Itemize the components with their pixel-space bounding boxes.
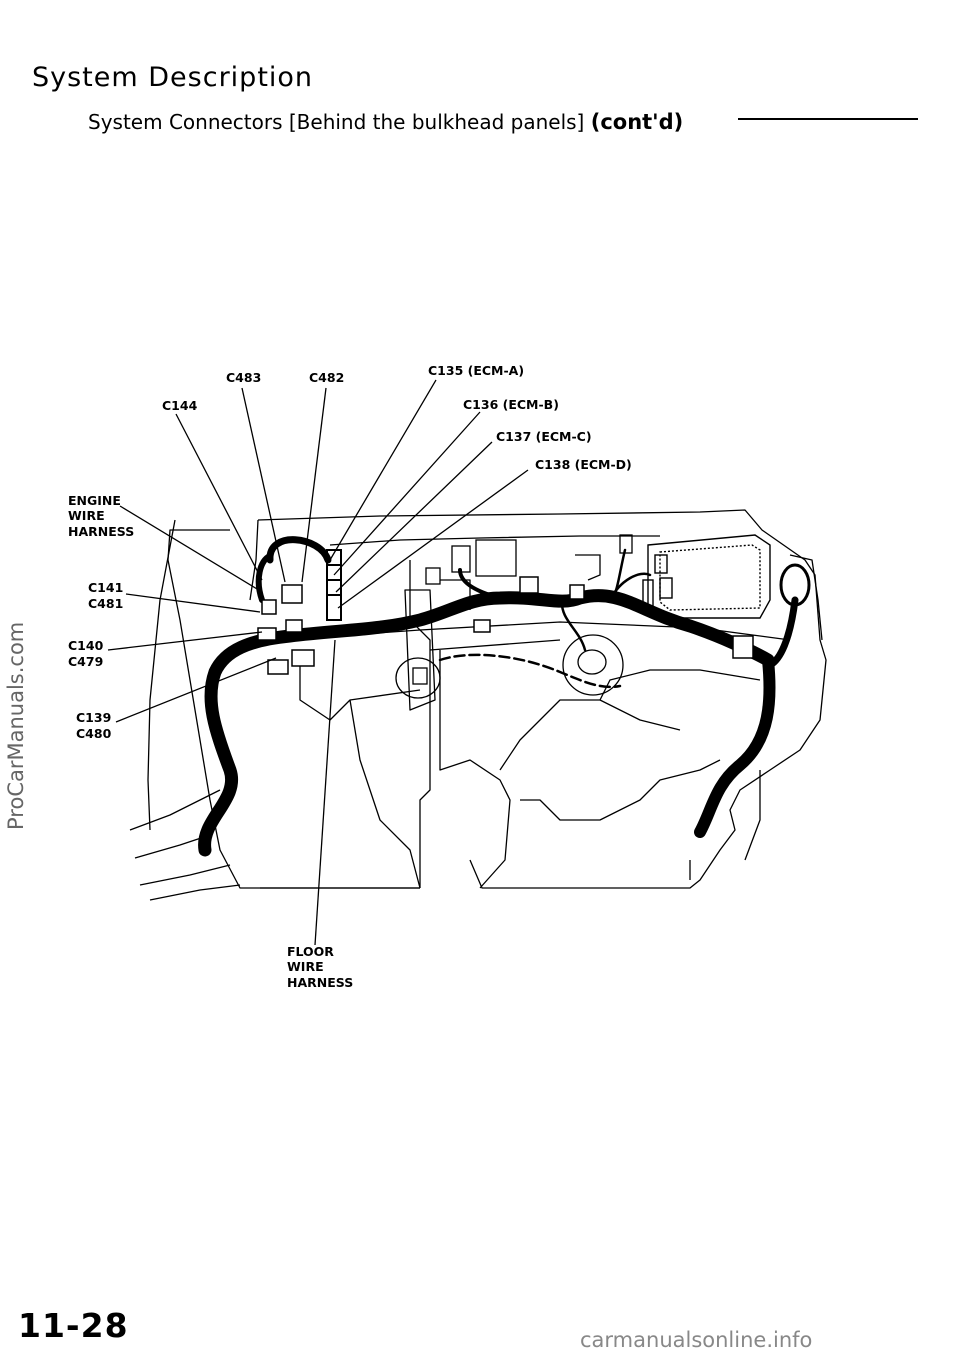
label-c483: C483 (226, 370, 261, 385)
label-c136: C136 (ECM-B) (463, 397, 559, 412)
vehicle-body-outline (129, 509, 827, 901)
label-c139: C139 (76, 710, 111, 725)
label-floor-harness-1: FLOOR (287, 944, 334, 959)
connector-labels: C483 C482 C144 C135 (ECM-A) C136 (ECM-B)… (68, 363, 632, 990)
label-c144: C144 (162, 398, 198, 413)
page-number: 11-28 (18, 1306, 129, 1345)
subtitle-text: System Connectors [Behind the bulkhead p… (88, 110, 585, 134)
footer-watermark: carmanualsonline.info (580, 1328, 813, 1352)
label-c137: C137 (ECM-C) (496, 429, 592, 444)
label-engine-harness-1: ENGINE (68, 493, 121, 508)
page-title: System Description (32, 62, 314, 93)
label-engine-harness-3: HARNESS (68, 524, 134, 539)
ecm-unit (642, 534, 771, 619)
header-rule (738, 118, 918, 120)
label-c481: C481 (88, 596, 123, 611)
label-floor-harness-3: HARNESS (287, 975, 353, 990)
label-floor-harness-2: WIRE (287, 959, 324, 974)
label-c479: C479 (68, 654, 103, 669)
leader-lines (107, 379, 529, 946)
label-c482: C482 (309, 370, 344, 385)
label-c135: C135 (ECM-A) (428, 363, 524, 378)
side-watermark: ProCarManuals.com (4, 621, 28, 830)
continued-marker: (cont'd) (590, 110, 684, 134)
ecm-connector-strip (326, 549, 342, 621)
label-c480: C480 (76, 726, 112, 741)
label-c141: C141 (88, 580, 123, 595)
label-engine-harness-2: WIRE (68, 508, 105, 523)
label-c140: C140 (68, 638, 104, 653)
wire-harness (198, 536, 799, 857)
label-c138: C138 (ECM-D) (535, 457, 632, 472)
page-subtitle: System Connectors [Behind the bulkhead p… (88, 110, 683, 134)
harness-connectors (257, 576, 754, 675)
